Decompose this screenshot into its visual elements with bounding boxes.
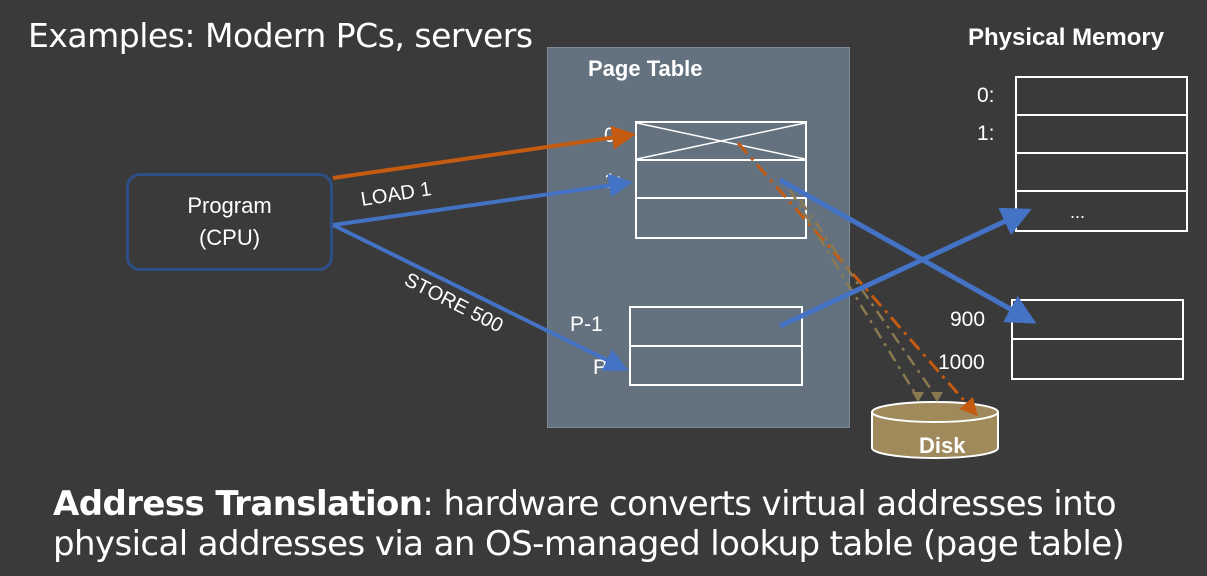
program-label: Program <box>187 193 272 218</box>
page-table-label-p-1: P-1 <box>570 313 603 336</box>
program-cpu-box: Program (CPU) <box>126 173 333 271</box>
page-fault-to-disk-arrow <box>736 142 978 417</box>
disk-arrowhead-1 <box>912 392 924 402</box>
phys-mem-label-900: 900 <box>950 308 986 331</box>
cpu-label: (CPU) <box>198 225 261 250</box>
fault-arrow <box>332 125 636 180</box>
slide-title: Examples: Modern PCs, servers <box>28 16 533 55</box>
load-label: LOAD 1 <box>359 178 433 211</box>
phys-mem-label-0: 0: <box>977 84 995 107</box>
caption-bold: Address Translation <box>53 484 423 524</box>
entry1-to-frame-arrow <box>778 177 1037 324</box>
entry-p-1-to-frame-arrow <box>778 207 1032 329</box>
load-arrow <box>332 173 633 227</box>
disk-label: Disk <box>919 433 966 458</box>
physical-memory-title: Physical Memory <box>968 24 1165 51</box>
slide-caption: Address Translation: hardware converts v… <box>53 484 1203 564</box>
disk-dashed-line-2 <box>798 199 939 399</box>
caption-rest: : hardware converts virtual addresses in… <box>53 484 1125 564</box>
disk-arrowhead-2 <box>931 392 943 402</box>
store-arrow <box>332 223 629 371</box>
page-table-title: Page Table <box>588 56 703 81</box>
page-table-entry-p <box>629 345 803 386</box>
phys-mem-ellipsis: ... <box>1070 202 1086 222</box>
phys-mem-label-1000: 1000 <box>938 351 985 374</box>
phys-mem-label-1: 1: <box>977 122 995 145</box>
phys-mem-frame-1000 <box>1011 338 1184 380</box>
invalid-entry-cross <box>636 122 806 160</box>
